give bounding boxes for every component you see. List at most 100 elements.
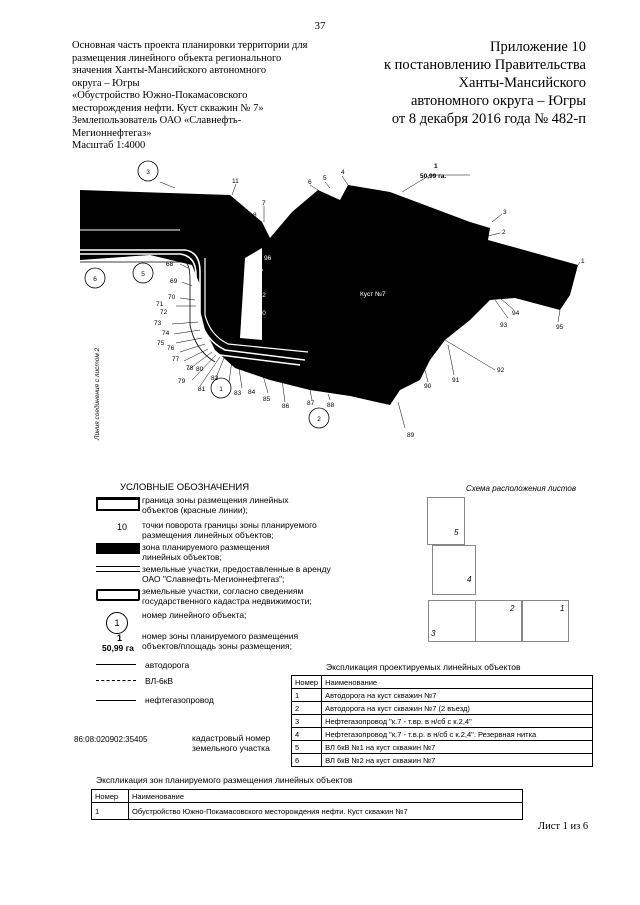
sheet-number: Лист 1 из 6 <box>538 821 589 832</box>
legend-swatch-cadastre <box>96 589 140 601</box>
point-label: 71 <box>156 301 164 308</box>
legend-item: номер зоны планируемого размещения объек… <box>142 631 299 651</box>
point-label: 10 <box>236 208 244 215</box>
point-label: 80 <box>196 366 204 373</box>
page-number: 37 <box>314 20 326 32</box>
header-left-line: месторождения нефти. Куст скважин № 7» <box>72 102 264 114</box>
point-label: 73 <box>154 320 162 327</box>
point-label: 92 <box>497 367 505 374</box>
legend-swatch-boundary <box>96 497 140 511</box>
point-label: 5 <box>323 175 327 182</box>
point-label: 69 <box>170 278 178 285</box>
scheme-sheet: 1 <box>521 600 569 642</box>
legend-item: земельные участки, согласно сведениям го… <box>142 586 312 606</box>
road-corridor <box>80 249 306 366</box>
circle-label: 2 <box>317 416 321 423</box>
point-label: 83 <box>234 390 242 397</box>
point-label: 8 <box>253 212 257 219</box>
header-left-line: размещения линейного объекта регионально… <box>72 52 282 64</box>
header-right-line: Ханты-Мансийского <box>458 75 586 91</box>
point-label: 87 <box>307 400 315 407</box>
document-header-right: Приложение 10 к постановлению Правительс… <box>340 38 586 128</box>
point-label: 85 <box>263 396 271 403</box>
point-label: 6 <box>308 179 312 186</box>
legend-sample-zone-area: 50,99 га <box>102 643 134 653</box>
line-object-number-circle: 6 <box>84 267 106 289</box>
sheet-join-line-label: Линия соединения с листом 2 <box>93 347 101 441</box>
legend-item: ВЛ-6кВ <box>145 676 174 686</box>
line-object-number-circle: 1 <box>210 377 232 399</box>
planning-map: 3 6 5 1 2 1 50,99 га. Куст №7 Линия соед… <box>80 160 585 441</box>
point-label: 93 <box>500 322 508 329</box>
point-label: 101 <box>251 325 262 332</box>
point-label: 84 <box>248 389 256 396</box>
table-header-cell: Номер <box>91 789 129 803</box>
header-left-line: «Обустройство Южно-Покамасовского <box>72 90 248 101</box>
scheme-title: Схема расположения листов <box>466 484 577 493</box>
circle-label: 6 <box>93 276 97 283</box>
header-right-line: к постановлению Правительства <box>384 57 586 73</box>
point-label: 90 <box>424 383 432 390</box>
point-label: 79 <box>178 378 186 385</box>
zone-label-area: 50,99 га. <box>420 173 446 180</box>
legend-line-power <box>96 680 136 681</box>
header-left-line: Землепользователь ОАО «Славнефть- <box>72 115 242 126</box>
point-label: 89 <box>407 432 415 439</box>
point-label: 4 <box>341 169 345 176</box>
line-object-number-circle: 5 <box>132 262 154 284</box>
legend-item: нефтегазопровод <box>145 695 214 705</box>
point-label: 96 <box>264 255 272 262</box>
table-header-cell: Наименование <box>128 789 523 803</box>
legend-line-road <box>96 664 136 665</box>
legend-item: точки поворота границы зоны планируемого… <box>142 520 317 540</box>
scheme-sheet: 2 <box>475 600 523 642</box>
document-header-left: Основная часть проекта планировки террит… <box>72 40 312 153</box>
legend-item: земельные участки, предоставленные в аре… <box>142 564 331 584</box>
legend-sample-circle: 1 <box>106 612 128 634</box>
point-label: 74 <box>162 330 170 337</box>
table-header-cell: Номер <box>290 675 323 689</box>
point-label: 75 <box>157 340 165 347</box>
header-right-line: Приложение 10 <box>490 39 586 55</box>
legend-item: граница зоны размещения линейных объекто… <box>142 495 289 515</box>
legend-cadastral-number: 86:08:020902:35405 <box>74 735 148 744</box>
header-left-line: значения Ханты-Мансийского автономного <box>72 65 267 76</box>
point-label: 100 <box>255 310 266 317</box>
turn-point-labels-inner: 96 97 98 99 100 101 102 <box>228 255 272 332</box>
point-label: 70 <box>168 294 176 301</box>
turn-point-labels: 1 2 3 4 5 6 7 8 9 10 11 68 69 70 71 72 7… <box>154 169 585 439</box>
point-label: 7 <box>262 200 266 207</box>
table-header-cell: Наименование <box>321 675 593 689</box>
point-label: 86 <box>282 403 290 410</box>
point-label: 82 <box>211 375 219 382</box>
legend-swatch-zone <box>96 543 140 554</box>
point-label: 76 <box>167 345 175 352</box>
point-label: 88 <box>327 402 335 409</box>
legend-item: зона планируемого размещения линейных об… <box>142 542 270 562</box>
circle-label: 1 <box>219 386 223 393</box>
line-object-number-circle: 2 <box>308 407 330 429</box>
zone-label-number: 1 <box>434 163 438 170</box>
point-label: 94 <box>512 310 520 317</box>
leader-lines <box>159 174 581 429</box>
header-left-line: Мегионнефтегаз» <box>72 127 152 139</box>
point-label: 1 <box>581 258 585 265</box>
scheme-sheet: 4 <box>432 545 476 595</box>
legend-sample-zone-num: 1 <box>117 633 123 643</box>
legend-title: УСЛОВНЫЕ ОБОЗНАЧЕНИЯ <box>120 482 250 493</box>
point-label: 98 <box>232 261 240 268</box>
point-label: 11 <box>232 178 239 185</box>
point-label: 95 <box>556 324 564 331</box>
header-left-line: округа – Югры <box>72 77 140 89</box>
point-label: 91 <box>452 377 460 384</box>
legend-line-pipeline <box>96 700 136 701</box>
header-right-line: автономного округа – Югры <box>410 93 586 109</box>
legend-swatch-lease <box>96 566 140 572</box>
